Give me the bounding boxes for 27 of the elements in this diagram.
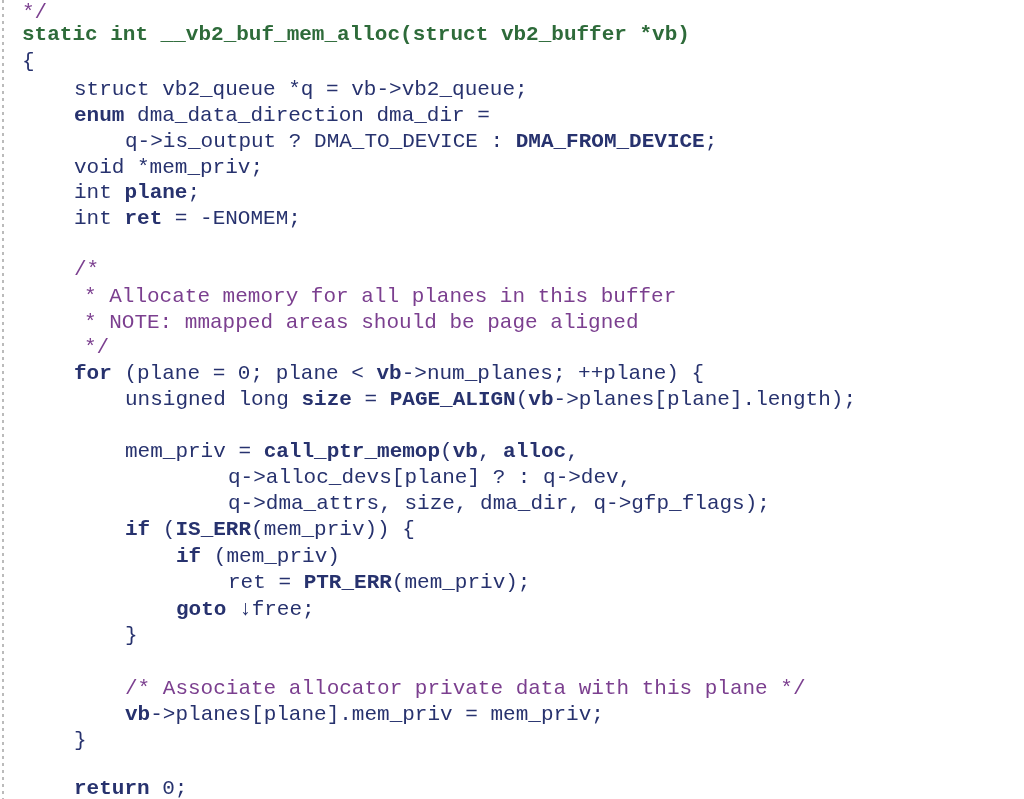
code-line: if (mem_priv): [176, 544, 340, 570]
code-line: vb->planes[plane].mem_priv = mem_priv;: [125, 702, 604, 728]
code-line: q->dma_attrs, size, dma_dir, q->gfp_flags);: [228, 491, 770, 517]
code-line: int plane;: [74, 180, 201, 206]
code-comment: */: [22, 0, 48, 25]
code-line: enum dma_data_direction dma_dir =: [74, 103, 490, 129]
code-line: for (plane = 0; plane < vb->num_planes; ++plane) {: [74, 361, 705, 387]
code-line: q->alloc_devs[plane] ? : q->dev,: [228, 465, 632, 491]
code-line: int ret = -ENOMEM;: [74, 206, 301, 232]
code-line: }: [125, 623, 138, 649]
code-line: q->is_output ? DMA_TO_DEVICE : DMA_FROM_DEVICE;: [125, 129, 718, 155]
code-line: {: [22, 49, 35, 75]
code-comment: * NOTE: mmapped areas should be page aligned: [84, 310, 639, 336]
code-line: return 0;: [74, 776, 188, 799]
code-line: struct vb2_queue *q = vb->vb2_queue;: [74, 77, 528, 103]
code-line: }: [74, 728, 87, 754]
code-line: void *mem_priv;: [74, 155, 264, 181]
code-line: goto ↓free;: [176, 597, 315, 623]
code-line: unsigned long size = PAGE_ALIGN(vb->planes[plane].length);: [125, 387, 856, 413]
code-line: mem_priv = call_ptr_memop(vb, alloc,: [125, 439, 579, 465]
code-line: ret = PTR_ERR(mem_priv);: [228, 570, 531, 596]
code-comment: /*: [74, 257, 100, 283]
code-comment: * Allocate memory for all planes in this buffer: [84, 284, 677, 310]
code-line: static int __vb2_buf_mem_alloc(struct vb2_buffer *vb): [22, 22, 690, 48]
code-comment: */: [84, 335, 110, 361]
code-line: if (IS_ERR(mem_priv)) {: [125, 517, 415, 543]
code-comment: /* Associate allocator private data with this plane */: [125, 676, 806, 702]
